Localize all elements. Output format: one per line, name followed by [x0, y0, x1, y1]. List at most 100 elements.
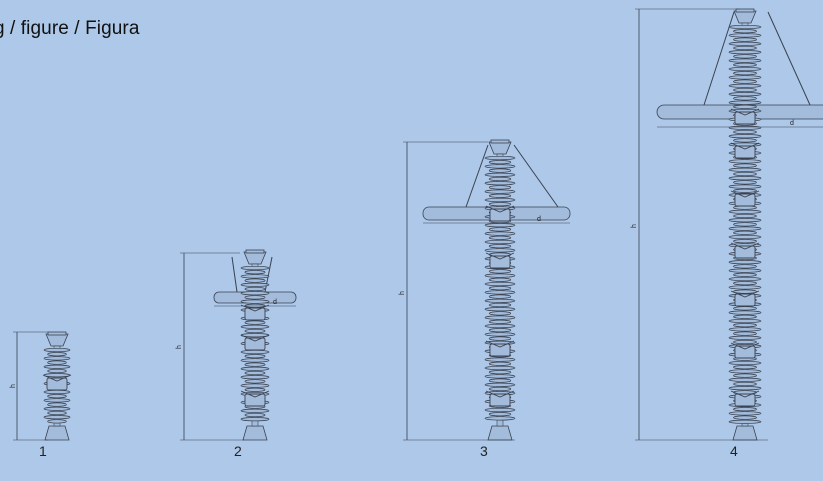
joint-zigzag-2: [240, 390, 270, 398]
shed-4: [728, 377, 762, 382]
shed-2: [240, 274, 270, 279]
shed-4: [728, 360, 762, 366]
shed-3: [488, 336, 512, 341]
shed-3: [488, 269, 512, 274]
joint-flange-1: [46, 377, 68, 391]
shed-4: [733, 62, 757, 67]
shed-4: [728, 386, 762, 391]
top-cap-2: [245, 249, 265, 254]
top-fitting-2: [243, 251, 267, 265]
shed-4: [728, 184, 762, 189]
shed-2: [240, 291, 270, 296]
shed-3: [484, 307, 516, 312]
shed-3: [484, 181, 516, 186]
diameter-label-4: d: [790, 120, 794, 127]
shed-4: [733, 180, 757, 185]
shed-4: [733, 138, 757, 143]
shed-4: [733, 104, 757, 109]
shed-4: [728, 41, 762, 46]
top-cap-3: [490, 139, 510, 144]
shed-4: [733, 129, 757, 135]
shed-2: [244, 387, 266, 392]
shed-2: [240, 383, 270, 388]
shed-4: [728, 411, 762, 416]
shed-4: [733, 239, 757, 244]
shed-2: [244, 370, 266, 376]
shed-3: [488, 370, 512, 375]
shed-4: [728, 66, 762, 72]
shed-3: [484, 164, 516, 169]
shed-1: [43, 373, 71, 378]
shed-2: [244, 320, 266, 325]
diameter-label-2: d: [273, 299, 277, 306]
shed-3: [484, 315, 516, 320]
shed-3: [488, 294, 512, 299]
shed-3: [484, 239, 516, 245]
shed-4: [728, 159, 762, 164]
shed-4: [733, 171, 757, 177]
shed-1: [43, 389, 71, 395]
shed-2: [240, 265, 270, 271]
joint-zigzag-3: [485, 205, 515, 213]
shed-3: [488, 193, 512, 198]
shed-3: [484, 223, 516, 228]
shed-3: [484, 248, 516, 253]
shed-3: [488, 160, 512, 165]
shed-3: [488, 244, 512, 249]
shed-3: [488, 277, 512, 282]
shed-4: [728, 75, 762, 80]
figure-caption: g / figure / Figura: [0, 18, 140, 39]
height-label-4: h: [631, 224, 638, 228]
shed-3: [488, 319, 512, 324]
shed-4: [728, 419, 762, 424]
shed-2: [244, 362, 266, 367]
joint-flange-2: [244, 307, 266, 321]
shed-3: [484, 365, 516, 371]
shed-2: [240, 366, 270, 371]
figure-number-1: 1: [39, 443, 47, 459]
shed-4: [733, 314, 757, 319]
shed-4: [733, 87, 757, 93]
joint-flange-3: [489, 343, 511, 357]
shed-4: [728, 369, 762, 374]
shed-2: [240, 324, 270, 329]
joint-zigzag-4: [730, 342, 760, 350]
shed-3: [488, 361, 512, 366]
insulator-figure-2: h d 2: [176, 249, 297, 459]
joint-flange-2: [244, 393, 266, 407]
shed-1: [47, 419, 67, 424]
joint-zigzag-3: [485, 340, 515, 348]
shed-3: [488, 185, 512, 190]
shed-1: [47, 410, 67, 416]
shed-3: [488, 412, 512, 417]
figure-number-4: 4: [730, 443, 738, 459]
joint-flange-3: [489, 208, 511, 222]
shed-2: [244, 328, 266, 334]
shed-3: [488, 311, 512, 316]
shed-3: [488, 235, 512, 240]
shed-4: [733, 272, 757, 277]
top-cap-1: [47, 331, 67, 336]
shed-3: [484, 172, 516, 177]
bottom-fitting-1: [44, 425, 70, 441]
shed-4: [733, 54, 757, 59]
figure-number-3: 3: [480, 443, 488, 459]
joint-flange-4: [734, 345, 756, 359]
shed-2: [244, 412, 266, 418]
shed-3: [488, 227, 512, 232]
shed-4: [728, 176, 762, 181]
insulator-body-3: [484, 139, 516, 441]
insulator-body-4: [728, 8, 762, 441]
joint-zigzag-4: [730, 290, 760, 298]
top-fitting-4: [733, 10, 757, 24]
shed-3: [484, 273, 516, 278]
shed-2: [244, 278, 266, 283]
shed-4: [733, 230, 757, 235]
shed-4: [728, 218, 762, 223]
shed-4: [728, 335, 762, 340]
shed-4: [728, 167, 762, 172]
shed-4: [728, 327, 762, 332]
shed-3: [484, 382, 516, 387]
shed-1: [47, 360, 67, 365]
shed-1: [47, 352, 67, 357]
